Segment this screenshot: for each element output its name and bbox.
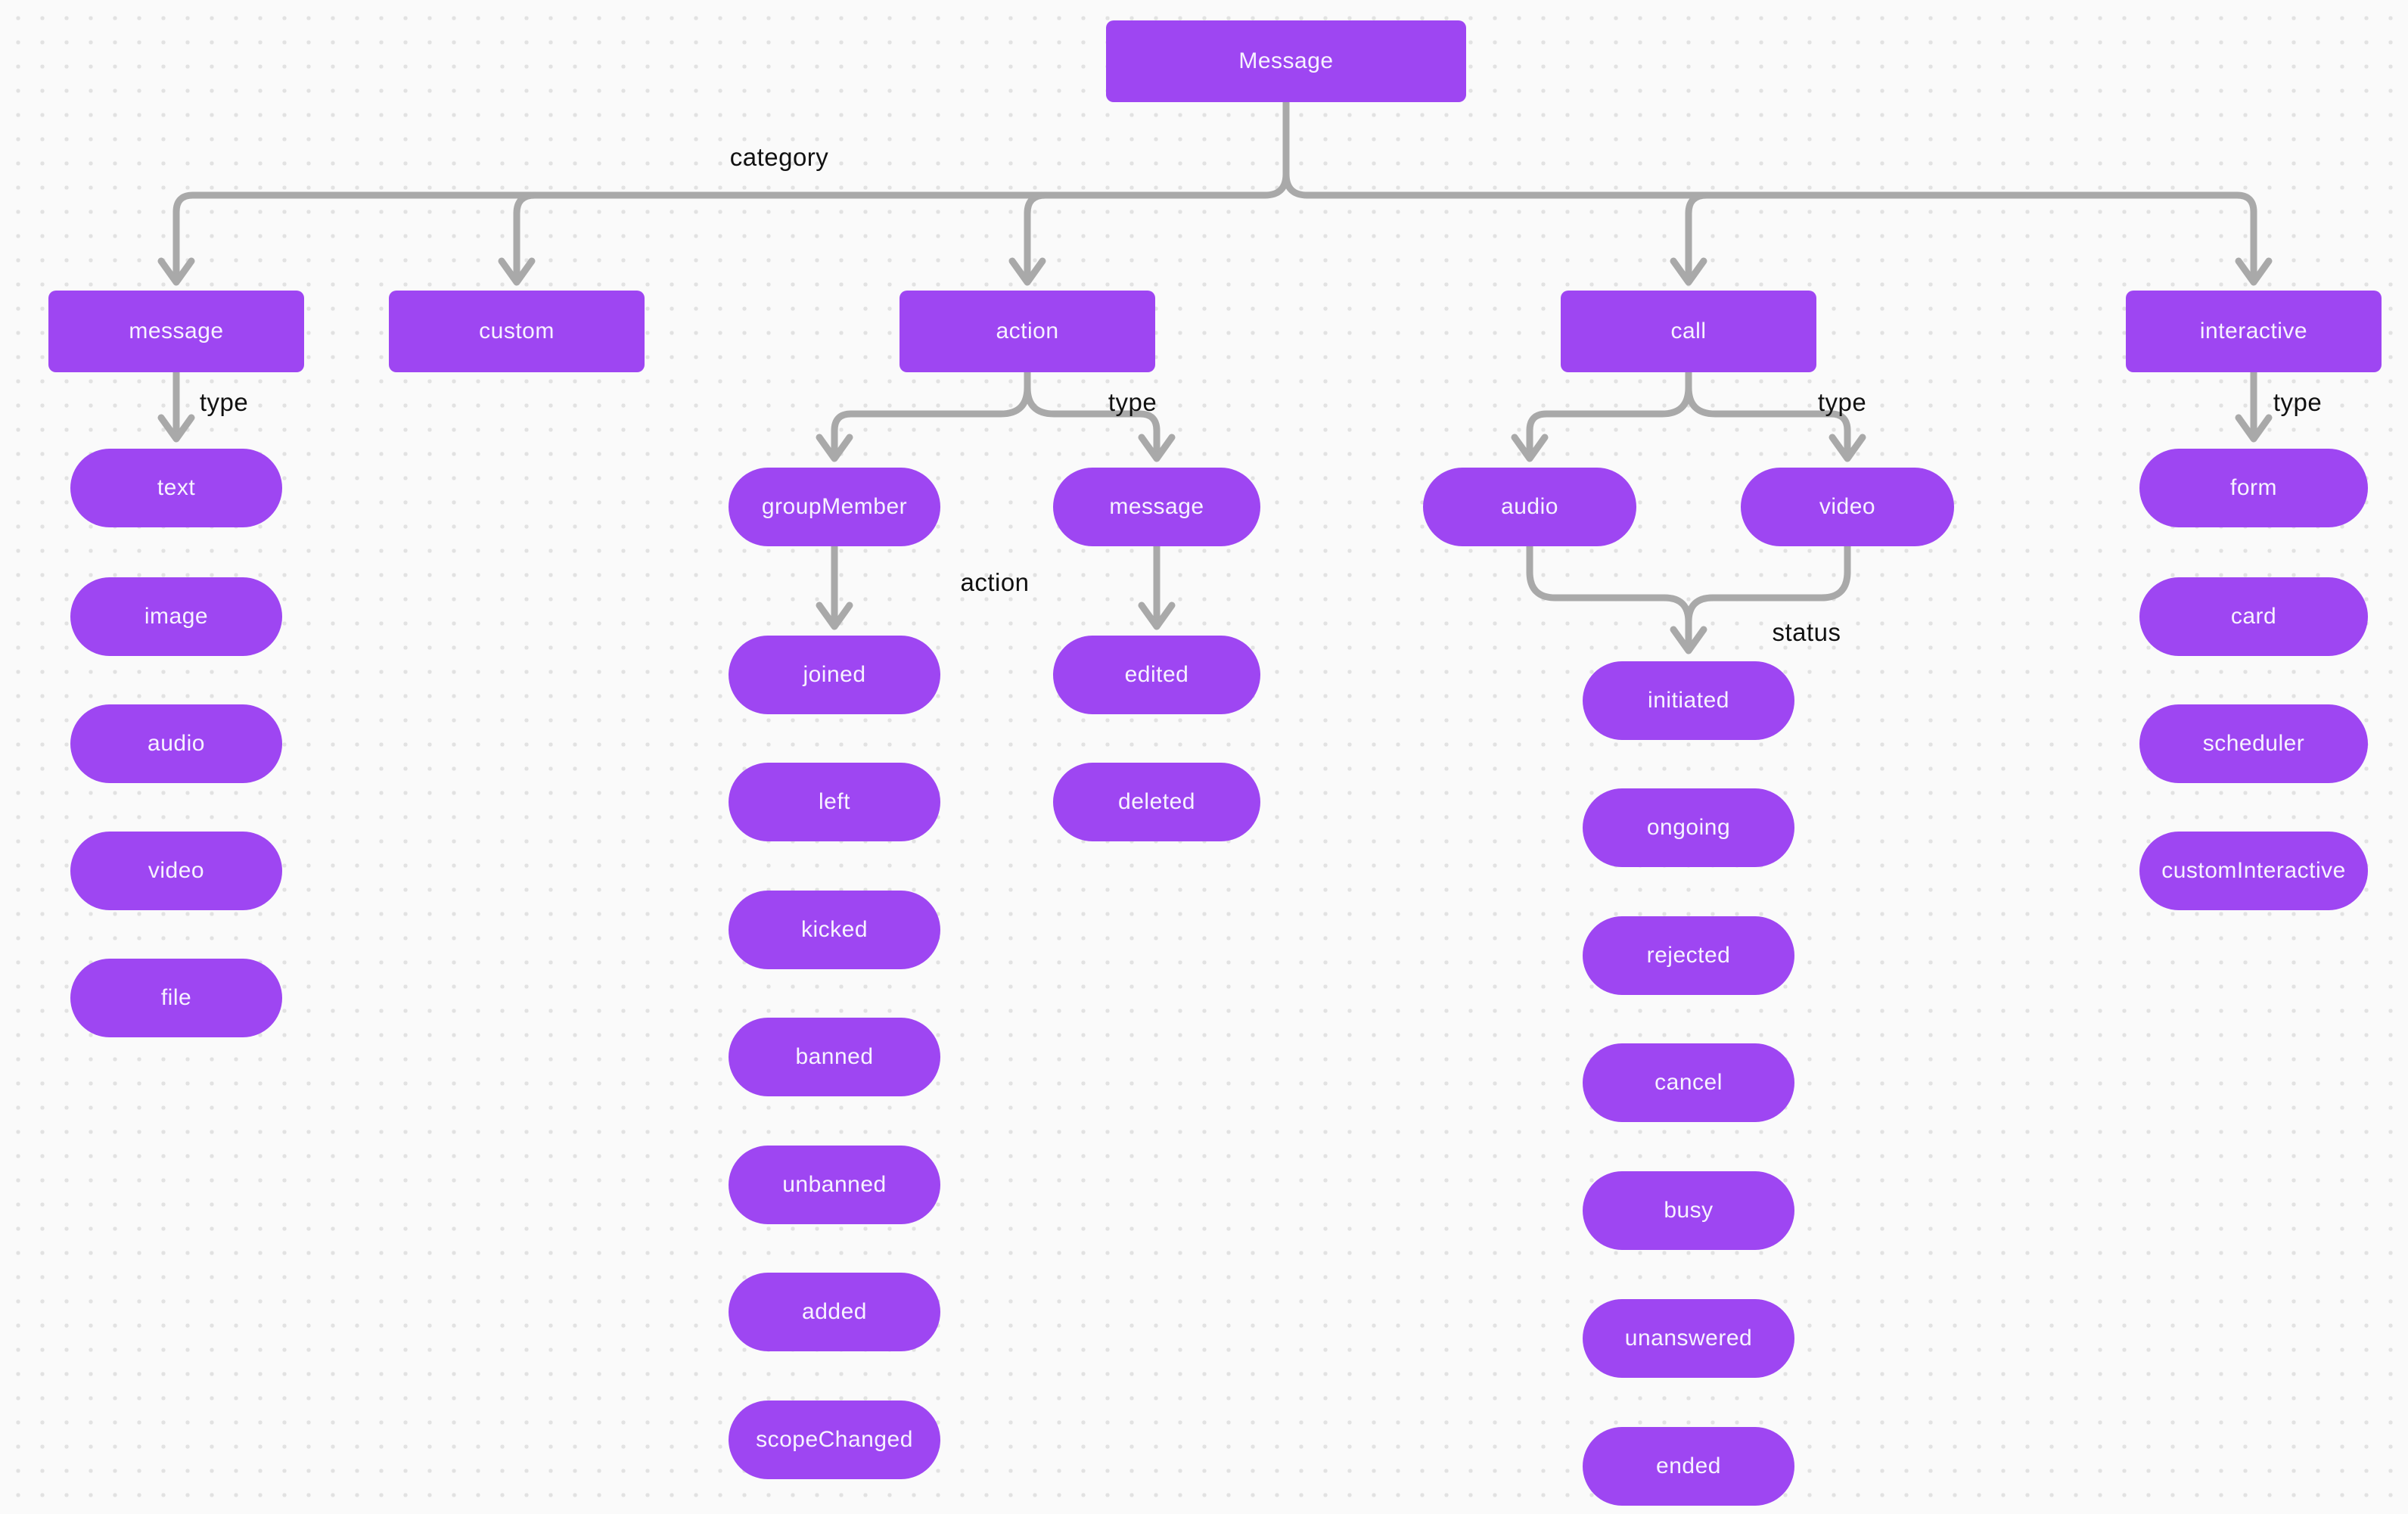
node-gm-unbanned: unbanned [729,1146,940,1224]
arrowhead-action-message [1138,434,1176,462]
node-gm-kicked: kicked [729,891,940,969]
edge-label-type-interactive: type [2273,388,2323,416]
edge-root-right [1282,98,2257,281]
node-int-scheduler: scheduler [2139,704,2368,783]
arrowhead-joined [816,602,853,630]
node-msg-image: image [70,577,282,656]
arrowhead-action [1008,257,1046,286]
node-cs-unanswered: unanswered [1583,1299,1794,1378]
edge-root-left [172,98,1290,281]
node-msg-video: video [70,832,282,910]
node-cs-busy: busy [1583,1171,1794,1250]
node-root: Message [1106,20,1466,102]
node-cat-action: action [900,291,1155,372]
edge-label-action: action [960,568,1030,596]
edge-action-groupMember [831,368,1031,458]
arrowhead-call [1670,257,1707,286]
node-msg-text: text [70,449,282,527]
node-call-video: video [1741,468,1954,546]
node-gm-banned: banned [729,1018,940,1096]
node-cs-ongoing: ongoing [1583,788,1794,867]
edge-label-type-message: type [199,388,249,416]
arrowhead-video [1829,434,1866,462]
node-am-edited: edited [1053,636,1260,714]
arrowhead-initiated [1670,626,1707,654]
node-cs-ended: ended [1583,1427,1794,1506]
node-cat-interactive: interactive [2126,291,2382,372]
node-int-card: card [2139,577,2368,656]
node-cat-call: call [1561,291,1816,372]
edge-audio-initiated [1526,542,1692,648]
edge-label-status: status [1772,618,1841,646]
node-msg-file: file [70,959,282,1037]
node-action-groupMember: groupMember [729,468,940,546]
arrowhead-text [157,414,195,443]
edge-drop-action [1024,191,1049,281]
edge-drop-custom [513,191,539,281]
edge-label-type-action: type [1108,388,1157,416]
node-int-customInteractive: customInteractive [2139,832,2368,910]
node-action-message: message [1053,468,1260,546]
arrowhead-edited [1138,602,1176,630]
node-cat-message: message [48,291,304,372]
arrowhead-groupMember [816,434,853,462]
node-int-form: form [2139,449,2368,527]
node-cs-rejected: rejected [1583,916,1794,995]
node-cs-initiated: initiated [1583,661,1794,740]
arrowhead-form [2235,414,2273,443]
node-gm-left: left [729,763,940,841]
node-cs-cancel: cancel [1583,1043,1794,1122]
arrowhead-audio [1511,434,1549,462]
node-msg-audio: audio [70,704,282,783]
node-call-audio: audio [1423,468,1636,546]
edge-call-audio [1526,368,1692,458]
node-gm-scopeChanged: scopeChanged [729,1401,940,1479]
edge-drop-call [1685,191,1710,281]
edge-label-category: category [729,143,829,171]
node-gm-added: added [729,1273,940,1351]
arrowhead-message [157,257,195,286]
edge-label-type-call: type [1817,388,1867,416]
node-am-deleted: deleted [1053,763,1260,841]
node-gm-joined: joined [729,636,940,714]
arrowhead-interactive [2235,257,2273,286]
arrowhead-custom [498,257,536,286]
node-cat-custom: custom [389,291,645,372]
